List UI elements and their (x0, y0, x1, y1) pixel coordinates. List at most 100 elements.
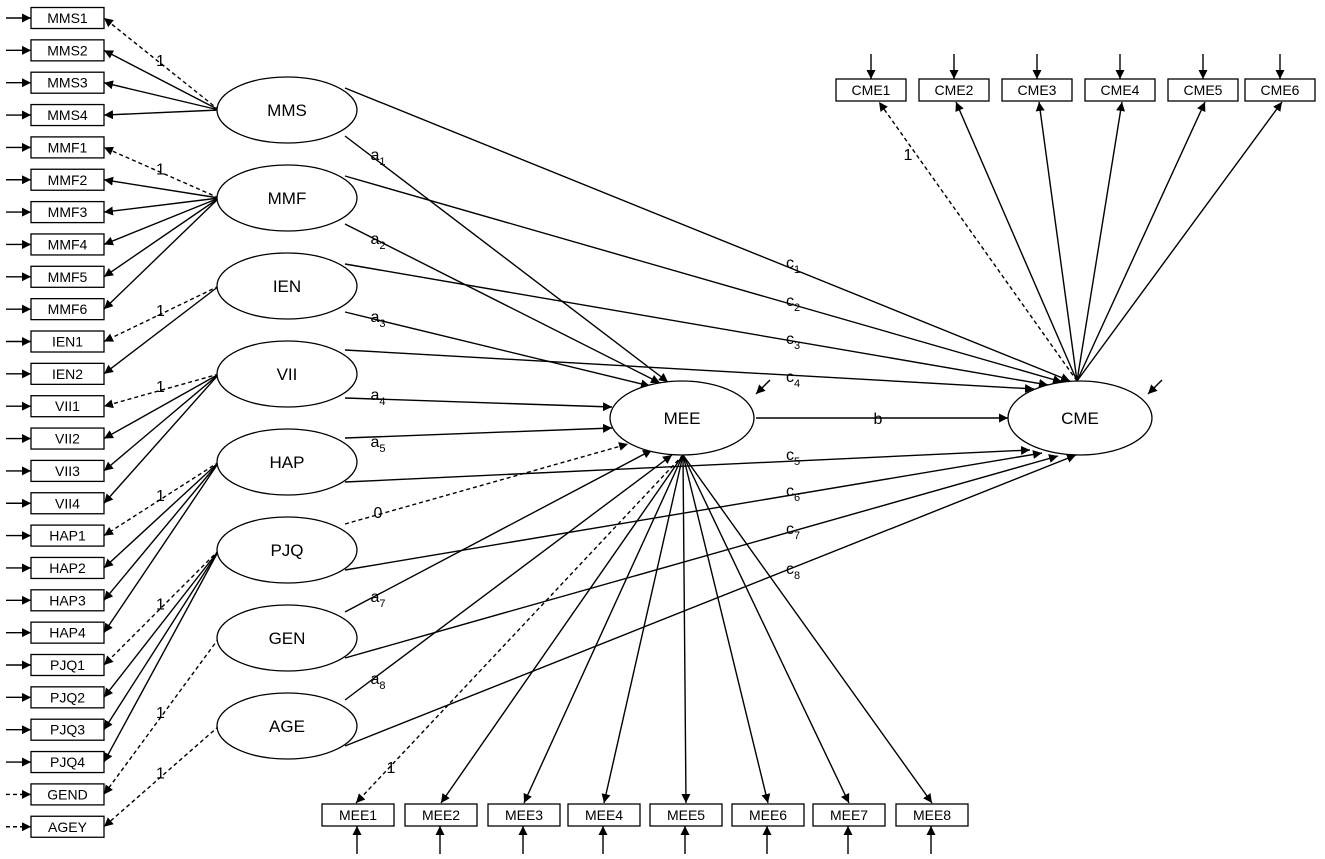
path-label-c-8: c8 (786, 561, 800, 582)
indicator-box-hap2 (30, 556, 105, 580)
loading-label-mms1: 1 (156, 53, 165, 70)
indicator-label-pjq4: PJQ4 (50, 754, 85, 770)
loading-label-ien1: 1 (156, 303, 165, 320)
path-c-7 (344, 454, 1059, 659)
loading-cme-cme1 (878, 101, 1078, 382)
loading-mms-mms2 (103, 49, 220, 111)
path-label-a-1: a1 (370, 147, 385, 168)
loading-mee-mee2 (440, 454, 684, 804)
indicator-label-mms3: MMS3 (47, 75, 88, 91)
loading-cme-cme6 (1076, 101, 1283, 382)
path-c-2 (344, 175, 1063, 384)
path-a-3 (344, 311, 651, 389)
indicator-box-mee8 (895, 803, 969, 827)
indicator-label-cme3: CME3 (1018, 82, 1057, 98)
path-c-3 (344, 263, 1049, 388)
latent-mmf (216, 164, 358, 232)
indicator-box-cme5 (1167, 78, 1239, 102)
indicator-label-pjq3: PJQ3 (50, 722, 85, 738)
indicator-box-mee2 (404, 803, 478, 827)
indicator-label-mmf5: MMF5 (48, 269, 88, 285)
path-label-a-2: a2 (370, 231, 385, 252)
loading-mee-mee4 (601, 454, 684, 804)
loading-hap-hap2 (103, 461, 220, 569)
path-label-a-6: 0 (374, 505, 383, 522)
loading-mmf-mmf6 (103, 197, 220, 310)
path-label-a-4: a4 (370, 387, 385, 408)
path-c-6 (344, 450, 1043, 571)
loading-mms-mms4 (103, 109, 220, 120)
loading-mms-mms1 (103, 17, 220, 111)
error-arrow-mee (755, 379, 771, 395)
path-label-a-8: a8 (370, 671, 385, 692)
loading-label-hap1: 1 (156, 488, 165, 505)
indicator-label-pjq1: PJQ1 (50, 657, 85, 673)
latent-mee (609, 380, 755, 456)
indicator-label-cme4: CME4 (1101, 82, 1140, 98)
labels-layer: MMS1MMS2MMS3MMS4MMF1MMF2MMF3MMF4MMF5MMF6… (47, 10, 1299, 835)
latent-label-pjq: PJQ (270, 541, 303, 560)
indicator-label-mee7: MEE7 (830, 807, 868, 823)
path-a-5 (344, 423, 613, 439)
error-arrow-cme (1147, 379, 1163, 395)
indicator-box-mmf1 (30, 136, 105, 159)
indicator-label-vii3: VII3 (55, 463, 80, 479)
loading-mee-mee3 (523, 454, 684, 804)
indicator-box-mee4 (567, 803, 641, 827)
path-a-4 (344, 397, 613, 412)
loading-ien-ien2 (103, 285, 220, 375)
indicator-box-vii4 (30, 492, 105, 515)
latent-pjq (216, 516, 358, 584)
indicator-box-cme2 (918, 78, 990, 102)
loading-ien-ien1 (103, 285, 220, 343)
loading-label-pjq1: 1 (156, 597, 165, 614)
latent-label-cme: CME (1061, 409, 1099, 428)
indicator-box-mee5 (649, 803, 723, 827)
indicator-box-vii2 (30, 427, 105, 450)
path-label-c-3: c3 (786, 331, 800, 352)
indicator-label-vii1: VII1 (55, 398, 80, 414)
path-label-b: b (874, 411, 883, 428)
loading-gen-gend (103, 637, 220, 795)
loading-mee-mee6 (682, 454, 771, 804)
indicator-label-mee4: MEE4 (585, 807, 623, 823)
indicator-label-mee1: MEE1 (339, 807, 377, 823)
latent-label-vii: VII (277, 365, 298, 384)
loading-pjq-pjq1 (103, 549, 220, 666)
latent-age (216, 692, 358, 760)
latent-label-age: AGE (269, 717, 305, 736)
indicator-box-cme3 (1001, 78, 1073, 102)
indicator-label-mee2: MEE2 (422, 807, 460, 823)
indicator-label-hap2: HAP2 (49, 560, 86, 576)
path-a-6 (344, 442, 629, 525)
indicator-label-mms1: MMS1 (47, 10, 88, 26)
loading-mmf-mmf2 (103, 176, 220, 199)
indicator-box-hap4 (30, 621, 105, 644)
latent-gen (216, 604, 358, 672)
indicator-label-cme1: CME1 (852, 82, 891, 98)
indicator-box-pjq1 (30, 653, 105, 677)
loading-mmf-mmf3 (103, 197, 220, 216)
loading-hap-hap3 (103, 461, 220, 601)
indicator-box-pjq3 (30, 718, 105, 741)
path-a-1 (344, 135, 669, 383)
indicator-box-mee1 (321, 803, 395, 827)
indicator-box-pjq2 (30, 686, 105, 709)
indicator-box-vii1 (30, 395, 105, 418)
loading-cme-cme3 (1035, 101, 1078, 382)
latent-ien (216, 252, 358, 320)
loading-cme-cme2 (955, 101, 1078, 382)
indicator-label-mmf1: MMF1 (48, 139, 88, 155)
latent-cme (1007, 380, 1153, 456)
latent-vii (216, 340, 358, 408)
indicator-box-mmf6 (30, 297, 105, 321)
indicator-label-mee5: MEE5 (667, 807, 705, 823)
indicator-box-mmf5 (30, 265, 105, 288)
loading-pjq-pjq3 (103, 549, 220, 731)
indicator-label-mmf2: MMF2 (48, 172, 88, 188)
loading-mms-mms3 (103, 80, 220, 111)
path-label-c-2: c2 (786, 293, 800, 314)
indicator-label-cme6: CME6 (1261, 82, 1300, 98)
latent-label-gen: GEN (269, 629, 306, 648)
indicator-label-mee8: MEE8 (913, 807, 951, 823)
